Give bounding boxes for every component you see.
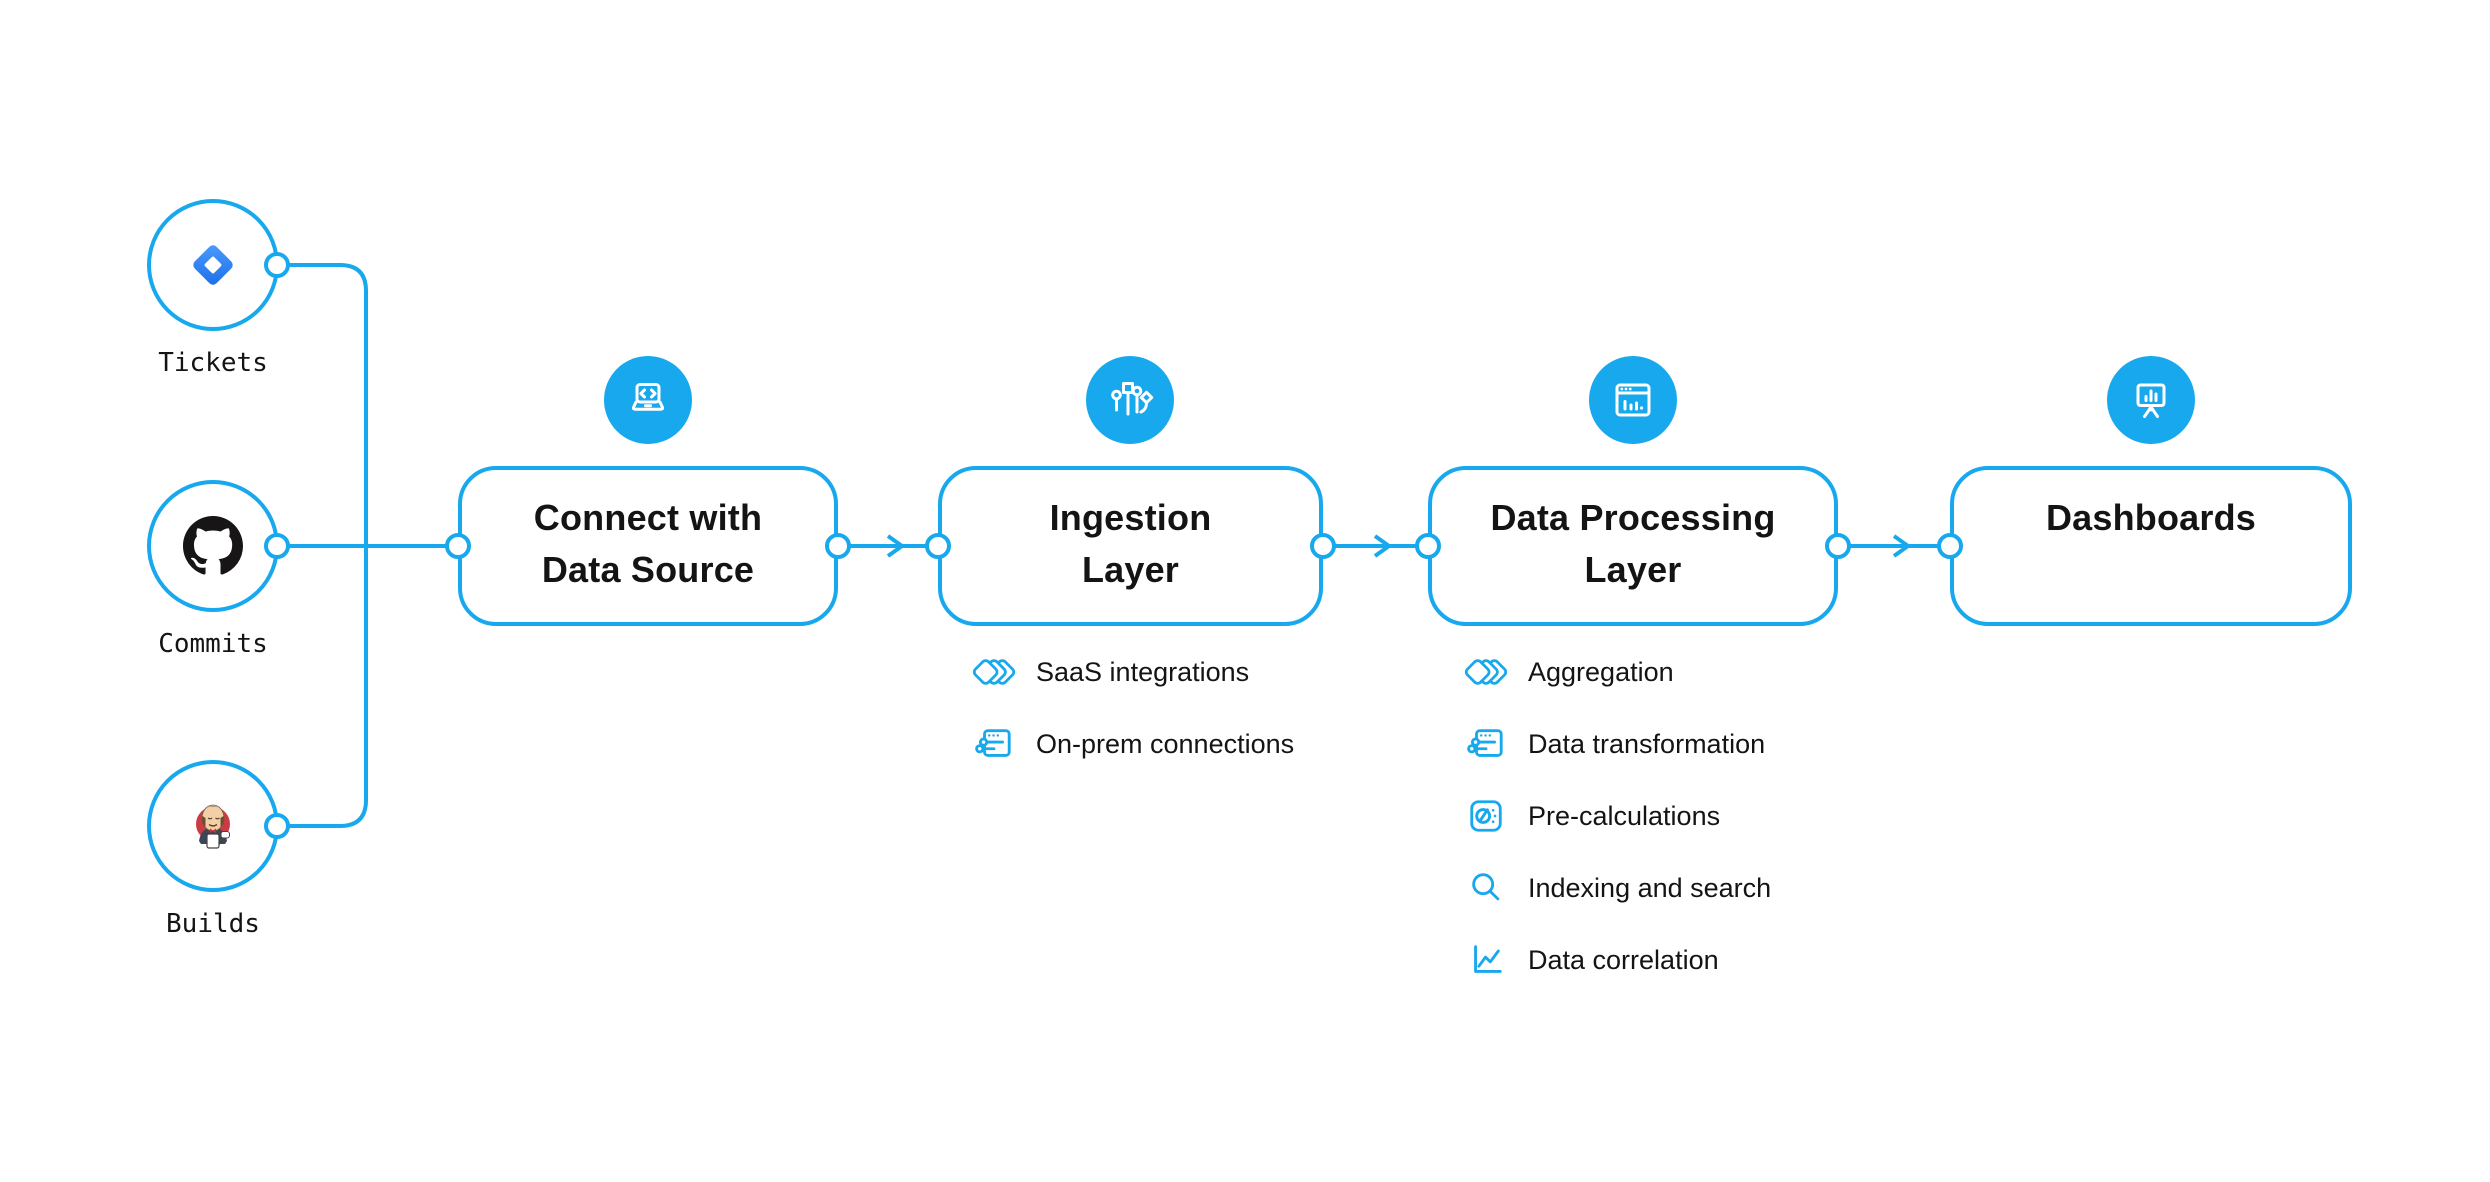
source-node-builds bbox=[147, 760, 279, 892]
list-item: Data transformation bbox=[1460, 721, 1765, 767]
stage-title: Dashboards bbox=[2045, 497, 2257, 538]
jenkins-icon bbox=[196, 804, 230, 849]
badge-connect bbox=[604, 356, 692, 444]
list-item: Indexing and search bbox=[1460, 865, 1771, 911]
stage-title: Data Processing Layer bbox=[1490, 497, 1776, 590]
list-item-label: Indexing and search bbox=[1528, 872, 1772, 903]
list-item-label: Pre-calculations bbox=[1528, 800, 1721, 831]
arrowhead-icon bbox=[886, 534, 906, 558]
stage-box-connect: Connect with Data Source bbox=[458, 466, 838, 626]
source-node-commits bbox=[147, 480, 279, 612]
source-label-tickets: Tickets bbox=[158, 348, 268, 378]
source-label-builds: Builds bbox=[166, 909, 260, 939]
window-sliders-icon bbox=[968, 725, 1020, 763]
list-item: Aggregation bbox=[1460, 649, 1674, 695]
stage-box-dashboards: Dashboards bbox=[1950, 466, 2352, 626]
stage-title: Ingestion Layer bbox=[1049, 497, 1212, 590]
presentation-chart-icon bbox=[2136, 383, 2166, 418]
source-label-commits: Commits bbox=[158, 629, 268, 659]
stacked-diamonds-icon bbox=[968, 653, 1020, 691]
magnifier-icon bbox=[1460, 869, 1512, 907]
stacked-diamonds-icon bbox=[1460, 653, 1512, 691]
list-item-label: SaaS integrations bbox=[1036, 656, 1250, 687]
window-sliders-icon bbox=[1460, 725, 1512, 763]
gauge-icon bbox=[1460, 797, 1512, 835]
jira-icon bbox=[193, 245, 233, 285]
list-item: On-prem connections bbox=[968, 721, 1294, 767]
stage-box-processing: Data Processing Layer bbox=[1428, 466, 1838, 626]
line-chart-icon bbox=[1460, 941, 1512, 979]
list-item: SaaS integrations bbox=[968, 649, 1249, 695]
badge-ingestion bbox=[1086, 356, 1174, 444]
window-chart-icon bbox=[1615, 383, 1651, 417]
badge-dashboards bbox=[2107, 356, 2195, 444]
list-item-label: Data transformation bbox=[1528, 728, 1766, 759]
stage-title: Connect with Data Source bbox=[533, 497, 763, 590]
list-item: Pre-calculations bbox=[1460, 793, 1720, 839]
stage-box-ingestion: Ingestion Layer bbox=[938, 466, 1323, 626]
laptop-code-icon bbox=[631, 383, 665, 411]
github-icon bbox=[183, 516, 243, 575]
list-item-label: Aggregation bbox=[1528, 656, 1674, 687]
list-item-label: On-prem connections bbox=[1036, 728, 1295, 759]
badge-processing bbox=[1589, 356, 1677, 444]
data-pipes-icon bbox=[1111, 382, 1154, 416]
list-item: Data correlation bbox=[1460, 937, 1719, 983]
source-node-tickets bbox=[147, 199, 279, 331]
arrowhead-icon bbox=[1373, 534, 1393, 558]
list-item-label: Data correlation bbox=[1528, 944, 1719, 975]
arrowhead-icon bbox=[1892, 534, 1912, 558]
